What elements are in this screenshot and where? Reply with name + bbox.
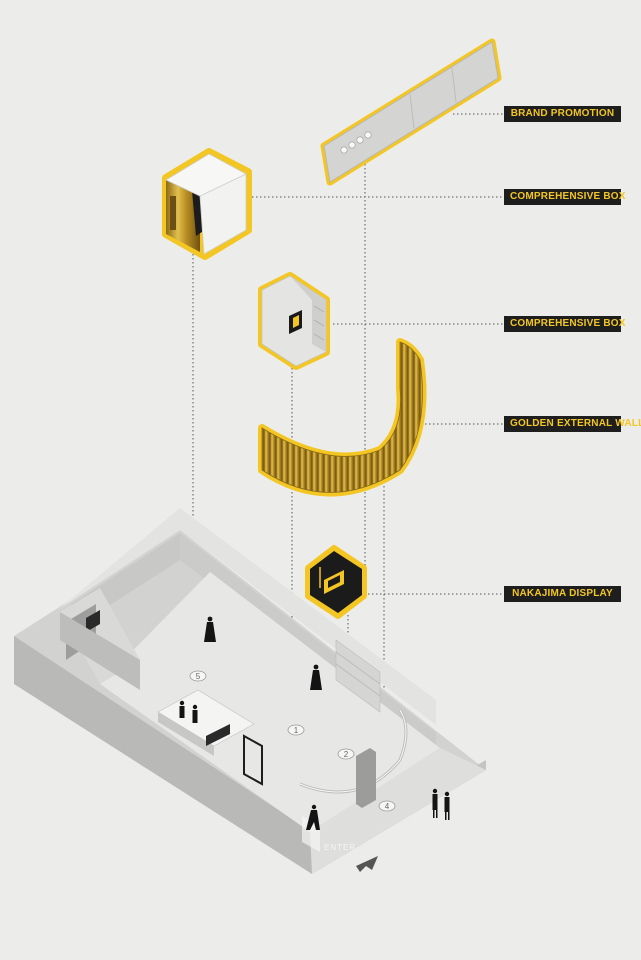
label-comprehensive-box-2: COMPREHENSIVE BOX (504, 316, 625, 332)
enter-label: ENTER (324, 843, 356, 852)
person-icon (204, 616, 216, 642)
comprehensive-box-1 (162, 148, 252, 260)
svg-text:5: 5 (196, 672, 201, 681)
marker-4: 4 (378, 800, 396, 812)
comprehensive-box-2 (258, 272, 330, 370)
person-icon (179, 700, 185, 718)
person-icon (306, 804, 320, 830)
person-icons (179, 616, 450, 830)
label-nakajima-display: NAKAJIMA DISPLAY (504, 586, 621, 602)
person-icon (310, 664, 322, 690)
person-icon (444, 791, 450, 820)
floor-markers: 5 1 2 4 (189, 670, 396, 812)
svg-text:1: 1 (294, 726, 299, 735)
marker-1: 1 (287, 724, 305, 736)
arrow-icon (356, 856, 378, 872)
floor-plan (14, 508, 486, 874)
person-icon (192, 704, 198, 723)
nakajima-display (305, 545, 367, 619)
svg-text:2: 2 (344, 750, 349, 759)
label-golden-external-wall: GOLDEN EXTERNAL WALL (504, 416, 641, 432)
golden-external-wall (258, 338, 427, 497)
marker-5: 5 (189, 670, 207, 682)
brand-promotion-panel (320, 38, 502, 186)
svg-text:4: 4 (385, 802, 390, 811)
marker-2: 2 (337, 748, 355, 760)
label-comprehensive-box-1: COMPREHENSIVE BOX (504, 189, 625, 205)
person-icon (432, 788, 438, 818)
label-brand-promotion: BRAND PROMOTION (504, 106, 621, 122)
